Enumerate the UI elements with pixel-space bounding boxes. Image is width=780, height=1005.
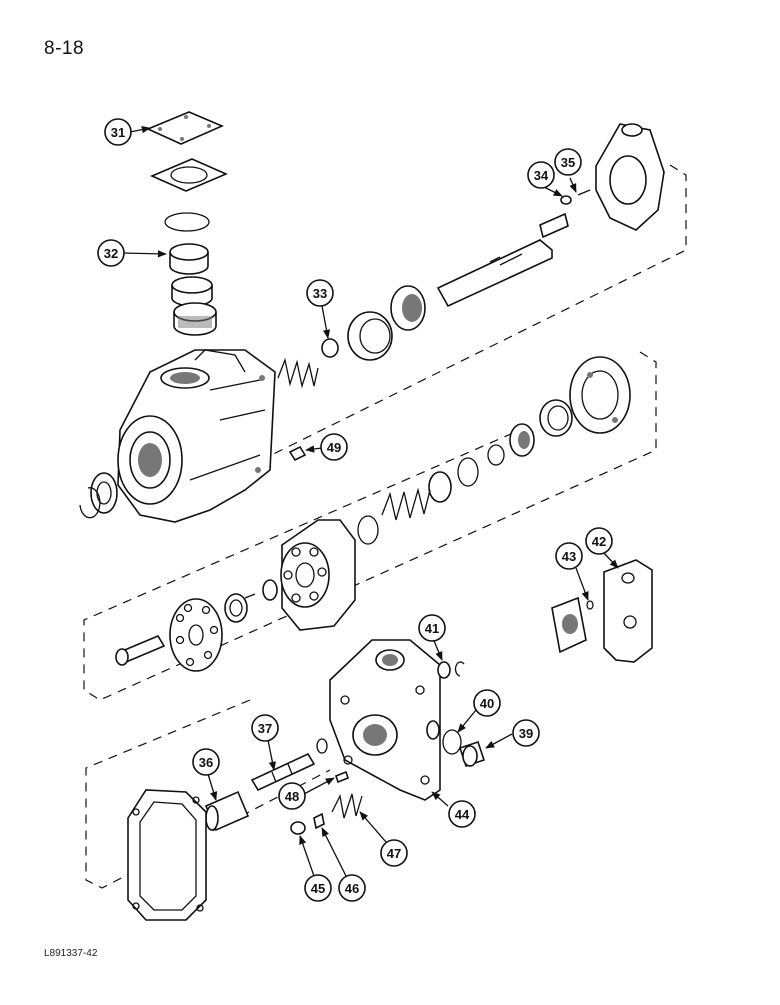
callout-label: 41 [425, 621, 439, 636]
shaft-bearing-part [347, 285, 426, 361]
callout-47: 47 [380, 839, 408, 867]
callout-label: 39 [519, 726, 533, 741]
spool-part [250, 738, 328, 792]
lower-dashed-outline [85, 699, 331, 889]
callout-40: 40 [473, 689, 501, 717]
plug-part [458, 740, 486, 768]
callout-label: 47 [387, 846, 401, 861]
seal-ring-part [437, 661, 465, 679]
spool-spring-part [331, 793, 363, 819]
pin-small-part [335, 770, 349, 784]
retainer-clip-part [313, 812, 325, 830]
callout-label: 42 [592, 534, 606, 549]
shoe-plate-part [169, 598, 223, 672]
figure-code: L891337-42 [44, 948, 98, 959]
callout-49: 49 [320, 433, 348, 461]
callout-32: 32 [97, 239, 125, 267]
callout-label: 49 [327, 440, 341, 455]
drive-shaft-part [436, 189, 591, 308]
retainer-parts [224, 579, 278, 623]
swashplate-part [595, 123, 665, 231]
callout-43: 43 [555, 542, 583, 570]
callout-label: 37 [258, 721, 272, 736]
bearing-stack-part [164, 212, 217, 336]
leader-lines [122, 126, 619, 877]
housing-gasket-part [127, 789, 207, 921]
callout-42: 42 [585, 527, 613, 555]
callout-41: 41 [418, 614, 446, 642]
callout-39: 39 [512, 719, 540, 747]
pin-part [288, 445, 307, 462]
callout-46: 46 [338, 874, 366, 902]
callout-label: 31 [111, 125, 125, 140]
callout-33: 33 [306, 279, 334, 307]
callout-label: 35 [561, 155, 575, 170]
cylinder-spring-part [357, 487, 431, 545]
middle-dashed-outline [83, 351, 657, 701]
callout-label: 43 [562, 549, 576, 564]
valve-body-part [551, 559, 653, 663]
callout-label: 44 [455, 807, 470, 822]
port-plate-part [428, 356, 631, 503]
callout-48: 48 [278, 782, 306, 810]
callout-label: 36 [199, 755, 213, 770]
sleeve-part [204, 790, 250, 832]
callout-label: 33 [313, 286, 327, 301]
callout-31: 31 [104, 118, 132, 146]
callout-44: 44 [448, 800, 476, 828]
callout-36: 36 [192, 748, 220, 776]
upper-dashed-outline [149, 164, 687, 516]
callout-label: 48 [285, 789, 299, 804]
washer-part [290, 821, 306, 835]
callout-label: 46 [345, 881, 359, 896]
gasket-plate-part [145, 111, 229, 192]
spring-part [277, 338, 339, 389]
callout-label: 32 [104, 246, 118, 261]
callout-label: 34 [534, 168, 549, 183]
piston-part [115, 634, 166, 666]
o-ring-part [442, 729, 462, 755]
callout-label: 45 [311, 881, 325, 896]
shaft-seal-part [79, 472, 118, 519]
callout-37: 37 [251, 714, 279, 742]
callout-45: 45 [304, 874, 332, 902]
callout-34: 34 [527, 161, 555, 189]
callout-label: 40 [480, 696, 494, 711]
pump-housing-part [117, 349, 276, 523]
page-number: 8-18 [44, 38, 85, 59]
cylinder-block-part [280, 519, 356, 631]
end-cap-part [329, 639, 441, 801]
callout-35: 35 [554, 148, 582, 176]
